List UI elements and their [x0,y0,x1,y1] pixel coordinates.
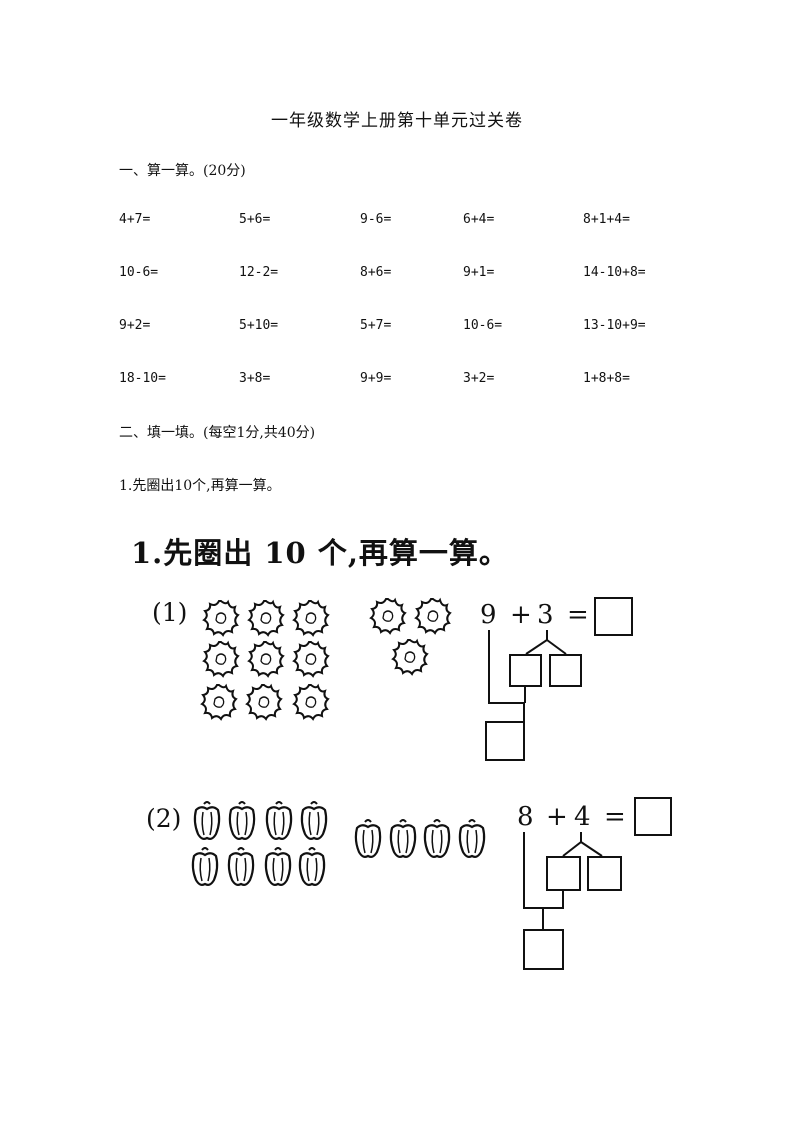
split-box-left[interactable] [509,654,542,687]
section-2-heading: 二、填一填。(每空1分,共40分) [119,425,316,441]
problem: 9+2= [119,318,151,333]
pepper-icon [191,800,486,887]
part-2-label: (2) [146,804,182,833]
problem: 3+2= [463,371,495,386]
arithmetic-grid: 4+7= 5+6= 9-6= 6+4= 8+1+4= 10-6= 12-2= 8… [119,212,679,424]
problem: 5+10= [239,318,279,333]
answer-box[interactable] [634,797,672,836]
problem: 1+8+8= [583,371,630,386]
problem: 5+6= [239,212,271,227]
plus-sign: + [510,600,532,630]
problem: 14-10+8= [583,265,646,280]
section-1-heading: 一、算一算。(20分) [119,163,246,179]
problem: 8+1+4= [583,212,630,227]
problem: 6+4= [463,212,495,227]
figure-title: 1.先圈出 10 个,再算一算。 [131,536,509,570]
addend-b: 4 [574,802,591,832]
problem-row: 9+2= 5+10= 5+7= 10-6= 13-10+9= [119,318,679,371]
split-box-right[interactable] [587,856,622,891]
sum-ten-box[interactable] [485,721,525,761]
addend-a: 8 [517,802,534,832]
part-1-label: (1) [152,598,188,627]
plus-sign: + [546,802,568,832]
equals-sign: = [604,802,626,832]
problem: 12-2= [239,265,279,280]
problem: 8+6= [360,265,392,280]
addend-a: 9 [480,600,497,630]
problem: 3+8= [239,371,271,386]
problem: 18-10= [119,371,166,386]
problem: 5+7= [360,318,392,333]
answer-box[interactable] [594,597,633,636]
problem-row: 18-10= 3+8= 9+9= 3+2= 1+8+8= [119,371,679,424]
addend-b: 3 [537,600,554,630]
page-title: 一年级数学上册第十单元过关卷 [271,111,523,131]
equals-sign: = [567,600,589,630]
problem: 4+7= [119,212,151,227]
problem: 9-6= [360,212,392,227]
split-box-right[interactable] [549,654,582,687]
flower-icon [201,598,451,720]
question-1-text: 1.先圈出10个,再算一算。 [119,478,281,494]
split-box-left[interactable] [546,856,581,891]
sum-ten-box[interactable] [523,929,564,970]
problem: 13-10+9= [583,318,646,333]
problem-row: 10-6= 12-2= 8+6= 9+1= 14-10+8= [119,265,679,318]
problem: 9+1= [463,265,495,280]
problem: 9+9= [360,371,392,386]
problem-row: 4+7= 5+6= 9-6= 6+4= 8+1+4= [119,212,679,265]
problem: 10-6= [119,265,159,280]
problem: 10-6= [463,318,503,333]
